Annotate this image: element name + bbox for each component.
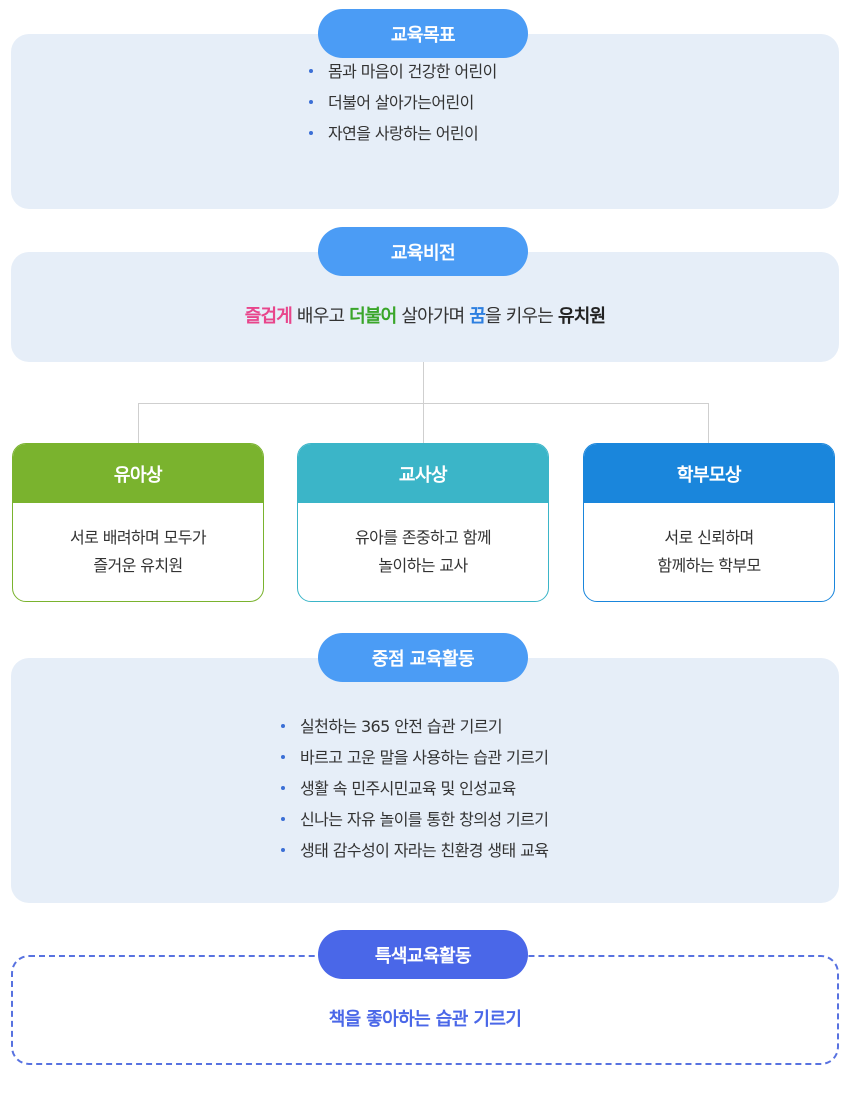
parent-ideal-line: 함께하는 학부모 — [657, 556, 761, 575]
focus-item: 생활 속 민주시민교육 및 인성교육 — [278, 773, 548, 804]
goals-title: 교육목표 — [318, 9, 528, 58]
special-panel: 책을 좋아하는 습관 기르기 — [11, 955, 839, 1065]
parent-ideal-card: 학부모상 서로 신뢰하며 함께하는 학부모 — [583, 443, 835, 602]
vision-segment: 즐겁게 — [244, 306, 293, 327]
vision-statement: 즐겁게 배우고 더불어 살아가며 꿈을 키우는 유치원 — [11, 302, 839, 328]
connector-vertical-main — [423, 362, 424, 403]
parent-ideal-line: 서로 신뢰하며 — [664, 528, 754, 547]
vision-segment: 꿈 — [469, 306, 486, 327]
vision-title: 교육비전 — [318, 227, 528, 276]
child-ideal-line: 서로 배려하며 모두가 — [69, 528, 207, 547]
special-text: 책을 좋아하는 습관 기르기 — [328, 1009, 522, 1030]
vision-segment: 더불어 — [349, 306, 397, 327]
teacher-ideal-card: 교사상 유아를 존중하고 함께 놀이하는 교사 — [297, 443, 549, 602]
focus-item: 생태 감수성이 자라는 친환경 생태 교육 — [278, 835, 549, 866]
focus-panel — [11, 658, 839, 903]
connector-right — [708, 403, 709, 443]
special-title: 특색교육활동 — [318, 930, 528, 979]
goals-panel — [11, 34, 839, 209]
child-ideal-card: 유아상 서로 배려하며 모두가 즐거운 유치원 — [12, 443, 264, 602]
vision-segment: 유치원 — [557, 306, 606, 327]
vision-segment: 을 키우는 — [485, 306, 558, 327]
teacher-ideal-line: 유아를 존중하고 함께 — [354, 528, 492, 547]
focus-title: 중점 교육활동 — [318, 633, 528, 682]
child-ideal-title: 유아상 — [13, 444, 263, 503]
goal-item: 몸과 마음이 건강한 어린이 — [306, 56, 497, 87]
child-ideal-line: 즐거운 유치원 — [93, 556, 183, 575]
goals-list: 몸과 마음이 건강한 어린이 더불어 살아가는어린이 자연을 사랑하는 어린이 — [306, 56, 497, 149]
focus-item: 신나는 자유 놀이를 통한 창의성 기르기 — [278, 804, 549, 835]
parent-ideal-title: 학부모상 — [584, 444, 834, 503]
connector-left — [138, 403, 139, 443]
teacher-ideal-line: 놀이하는 교사 — [378, 556, 468, 575]
teacher-ideal-title: 교사상 — [298, 444, 548, 503]
vision-segment: 배우고 — [292, 306, 350, 327]
focus-item: 실천하는 365 안전 습관 기르기 — [278, 711, 548, 742]
focus-list: 실천하는 365 안전 습관 기르기 바르고 고운 말을 사용하는 습관 기르기… — [278, 711, 549, 866]
connector-center — [423, 403, 424, 443]
vision-segment: 살아가며 — [396, 306, 470, 327]
focus-item: 바르고 고운 말을 사용하는 습관 기르기 — [278, 742, 549, 773]
goal-item: 자연을 사랑하는 어린이 — [306, 118, 497, 149]
goal-item: 더불어 살아가는어린이 — [306, 87, 497, 118]
